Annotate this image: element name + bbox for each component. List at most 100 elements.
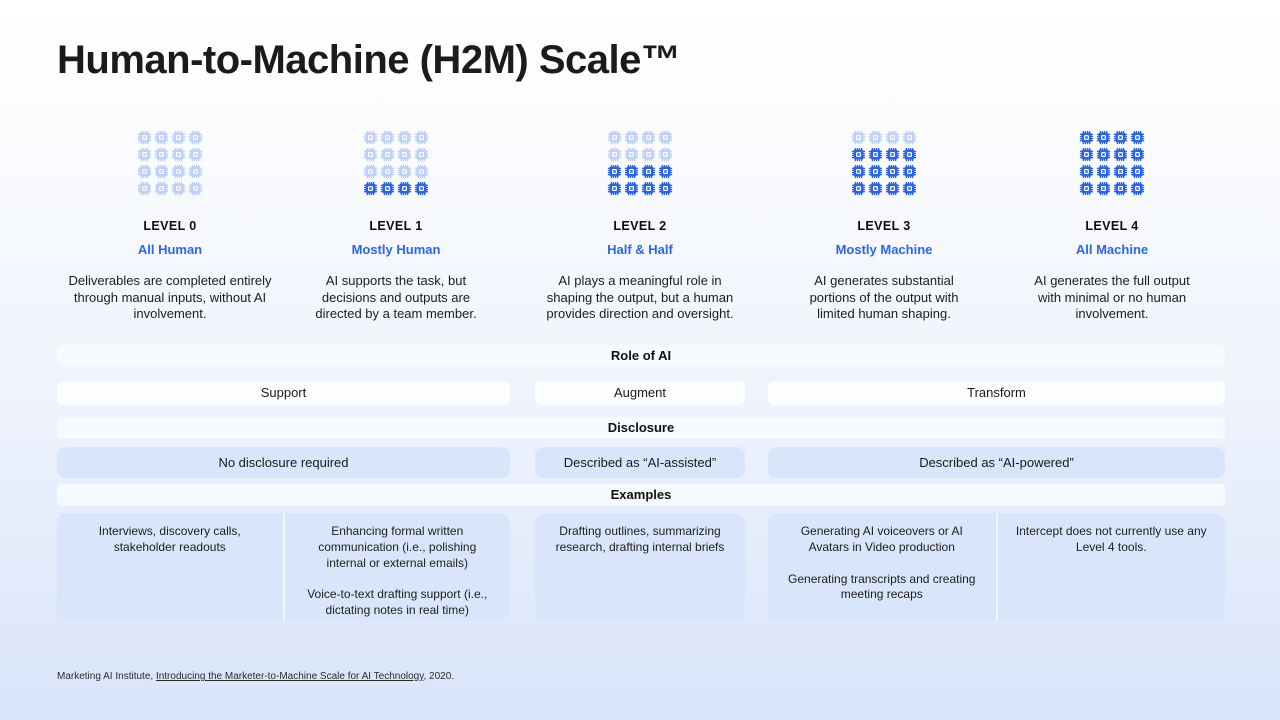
- cpu-chip-icon: [885, 164, 900, 179]
- example-text: Generating transcripts and creating meet…: [788, 571, 976, 602]
- level-description: AI generates the full output with minima…: [1034, 273, 1190, 322]
- cpu-chip-icon: [171, 181, 186, 196]
- level-label: LEVEL 0: [143, 219, 197, 233]
- source-suffix: , 2020.: [423, 671, 455, 682]
- cpu-chip-icon: [414, 130, 429, 145]
- level-label: LEVEL 1: [369, 219, 423, 233]
- source-link[interactable]: Introducing the Marketer-to-Machine Scal…: [155, 671, 424, 682]
- examples-level-1: Enhancing formal written communication (…: [285, 513, 511, 621]
- role-of-ai-header: Role of AI: [57, 345, 1225, 367]
- cpu-chip-icon: [397, 181, 412, 196]
- cpu-chip-icon: [363, 130, 378, 145]
- level-description: AI generates substantial portions of the…: [809, 273, 959, 322]
- cpu-chip-icon: [137, 164, 152, 179]
- cpu-chip-icon: [607, 181, 622, 196]
- example-text: Generating AI voiceovers or AI Avatars i…: [800, 524, 963, 554]
- chip-grid: [851, 130, 917, 196]
- cpu-chip-icon: [868, 164, 883, 179]
- level-name: All Human: [137, 242, 203, 257]
- disclosure-header: Disclosure: [57, 417, 1225, 439]
- page-title: Human-to-Machine (H2M) Scale™: [57, 38, 681, 82]
- cpu-chip-icon: [414, 181, 429, 196]
- cpu-chip-icon: [363, 181, 378, 196]
- level-label: LEVEL 3: [857, 219, 911, 233]
- examples-level-4: Intercept does not currently use any Lev…: [998, 513, 1226, 621]
- cpu-chip-icon: [607, 147, 622, 162]
- level-name: Mostly Machine: [835, 242, 933, 257]
- cpu-chip-icon: [171, 164, 186, 179]
- cpu-chip-icon: [641, 181, 656, 196]
- level-column-3: LEVEL 3 Mostly Machine AI generates subs…: [767, 130, 1001, 323]
- cpu-chip-icon: [1130, 181, 1145, 196]
- cpu-chip-icon: [1079, 181, 1094, 196]
- cpu-chip-icon: [380, 164, 395, 179]
- example-text: Drafting outlines, summarizing research,…: [555, 524, 725, 554]
- cpu-chip-icon: [851, 181, 866, 196]
- cpu-chip-icon: [414, 147, 429, 162]
- cpu-chip-icon: [1113, 181, 1128, 196]
- cpu-chip-icon: [188, 181, 203, 196]
- cpu-chip-icon: [658, 147, 673, 162]
- level-label: LEVEL 4: [1085, 219, 1139, 233]
- cpu-chip-icon: [397, 130, 412, 145]
- level-column-1: LEVEL 1 Mostly Human AI supports the tas…: [279, 130, 513, 323]
- cpu-chip-icon: [1096, 181, 1111, 196]
- cpu-chip-icon: [188, 164, 203, 179]
- cpu-chip-icon: [414, 164, 429, 179]
- level-name: Mostly Human: [351, 242, 441, 257]
- examples-level-2: Drafting outlines, summarizing research,…: [535, 513, 745, 621]
- cpu-chip-icon: [137, 181, 152, 196]
- examples-header: Examples: [57, 484, 1225, 506]
- cpu-chip-icon: [188, 130, 203, 145]
- cpu-chip-icon: [658, 130, 673, 145]
- level-description: AI supports the task, but decisions and …: [315, 273, 477, 322]
- cpu-chip-icon: [1079, 164, 1094, 179]
- level-name: Half & Half: [607, 242, 673, 257]
- cpu-chip-icon: [885, 147, 900, 162]
- cpu-chip-icon: [1113, 130, 1128, 145]
- example-text: Interviews, discovery calls, stakeholder…: [98, 524, 241, 554]
- cpu-chip-icon: [1113, 147, 1128, 162]
- source-prefix: Marketing AI Institute,: [57, 671, 156, 682]
- cpu-chip-icon: [641, 130, 656, 145]
- cpu-chip-icon: [1130, 130, 1145, 145]
- cpu-chip-icon: [658, 164, 673, 179]
- examples-cell-levels-0-1: Interviews, discovery calls, stakeholder…: [57, 513, 510, 621]
- cpu-chip-icon: [154, 147, 169, 162]
- level-description: Deliverables are completed entirely thro…: [68, 273, 272, 322]
- cpu-chip-icon: [188, 147, 203, 162]
- cpu-chip-icon: [137, 130, 152, 145]
- level-label: LEVEL 2: [613, 219, 667, 233]
- cpu-chip-icon: [624, 130, 639, 145]
- example-text: Enhancing formal written communication (…: [318, 524, 477, 570]
- chip-grid: [607, 130, 673, 196]
- cpu-chip-icon: [363, 147, 378, 162]
- level-column-0: LEVEL 0 All Human Deliverables are compl…: [53, 130, 287, 323]
- source-citation: Marketing AI Institute, Introducing the …: [57, 671, 454, 682]
- level-description: AI plays a meaningful role in shaping th…: [546, 273, 734, 322]
- chip-grid: [137, 130, 203, 196]
- cpu-chip-icon: [851, 130, 866, 145]
- cpu-chip-icon: [624, 147, 639, 162]
- cpu-chip-icon: [1079, 147, 1094, 162]
- level-column-4: LEVEL 4 All Machine AI generates the ful…: [995, 130, 1229, 323]
- examples-level-3: Generating AI voiceovers or AI Avatars i…: [768, 513, 996, 621]
- disclosure-cell-ai-powered: Described as “AI-powered”: [768, 447, 1225, 478]
- cpu-chip-icon: [902, 130, 917, 145]
- cpu-chip-icon: [380, 147, 395, 162]
- cell-divider: [282, 513, 285, 621]
- cpu-chip-icon: [868, 130, 883, 145]
- cpu-chip-icon: [1079, 130, 1094, 145]
- cpu-chip-icon: [154, 130, 169, 145]
- cpu-chip-icon: [1113, 164, 1128, 179]
- cpu-chip-icon: [171, 147, 186, 162]
- level-column-2: LEVEL 2 Half & Half AI plays a meaningfu…: [523, 130, 757, 323]
- cpu-chip-icon: [1096, 147, 1111, 162]
- cpu-chip-icon: [868, 181, 883, 196]
- cpu-chip-icon: [1096, 164, 1111, 179]
- cpu-chip-icon: [607, 164, 622, 179]
- cpu-chip-icon: [885, 130, 900, 145]
- cpu-chip-icon: [1130, 164, 1145, 179]
- chip-grid: [1079, 130, 1145, 196]
